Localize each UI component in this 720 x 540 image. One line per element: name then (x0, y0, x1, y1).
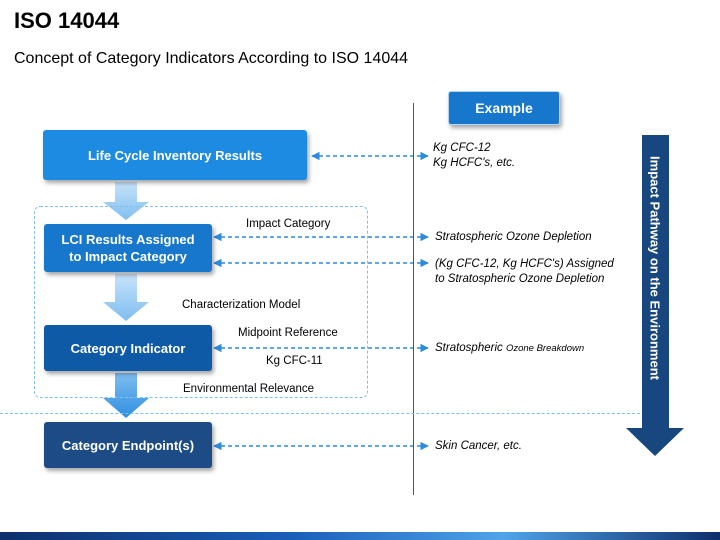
example-assigned: (Kg CFC-12, Kg HCFC's) Assigned to Strat… (435, 257, 614, 287)
bottom-decorative-bar (0, 532, 720, 540)
example-indicator: Stratospheric Ozone Breakdown (435, 341, 584, 356)
box-lci-assigned-line1: LCI Results Assigned (61, 232, 195, 247)
example-assigned-line2: to Stratospheric Ozone Depletion (435, 273, 605, 285)
example-lci-line1: Kg CFC-12 (433, 142, 491, 154)
example-lci: Kg CFC-12 Kg HCFC's, etc. (433, 141, 515, 171)
box-category-indicator: Category Indicator (44, 325, 212, 371)
flow-arrow-1 (103, 182, 149, 220)
example-endpoints: Skin Cancer, etc. (435, 440, 522, 452)
label-environmental-relevance: Environmental Relevance (183, 383, 315, 395)
grouping-dashed-box (34, 206, 368, 398)
page-subtitle: Concept of Category Indicators According… (14, 50, 409, 67)
example-divider-line (413, 103, 414, 495)
box-category-endpoints: Category Endpoint(s) (44, 422, 212, 468)
endpoint-divider-line (0, 413, 640, 414)
flow-arrow-2 (103, 274, 149, 321)
box-lci-results: Life Cycle Inventory Results (43, 130, 307, 180)
example-indicator-main: Stratospheric (435, 342, 503, 354)
impact-pathway-arrow (626, 135, 684, 456)
label-kg-cfc11: Kg CFC-11 (266, 355, 323, 367)
label-impact-category: Impact Category (246, 218, 331, 230)
example-header: Example (448, 91, 560, 125)
box-lci-assigned: LCI Results Assigned to Impact Category (44, 224, 212, 272)
label-characterization-model: Characterization Model (182, 299, 301, 311)
example-indicator-small: Ozone Breakdown (505, 343, 585, 354)
flow-arrow-3 (103, 373, 149, 418)
example-lci-line2: Kg HCFC's, etc. (433, 157, 516, 169)
example-assigned-line1: (Kg CFC-12, Kg HCFC's) Assigned (435, 258, 614, 270)
example-impact-category: Stratospheric Ozone Depletion (435, 231, 592, 243)
label-midpoint-reference: Midpoint Reference (238, 327, 338, 339)
page-title: ISO 14044 (14, 8, 120, 33)
box-lci-assigned-line2: to Impact Category (69, 249, 187, 264)
impact-pathway-label: Impact Pathway on the Environment (647, 156, 663, 380)
